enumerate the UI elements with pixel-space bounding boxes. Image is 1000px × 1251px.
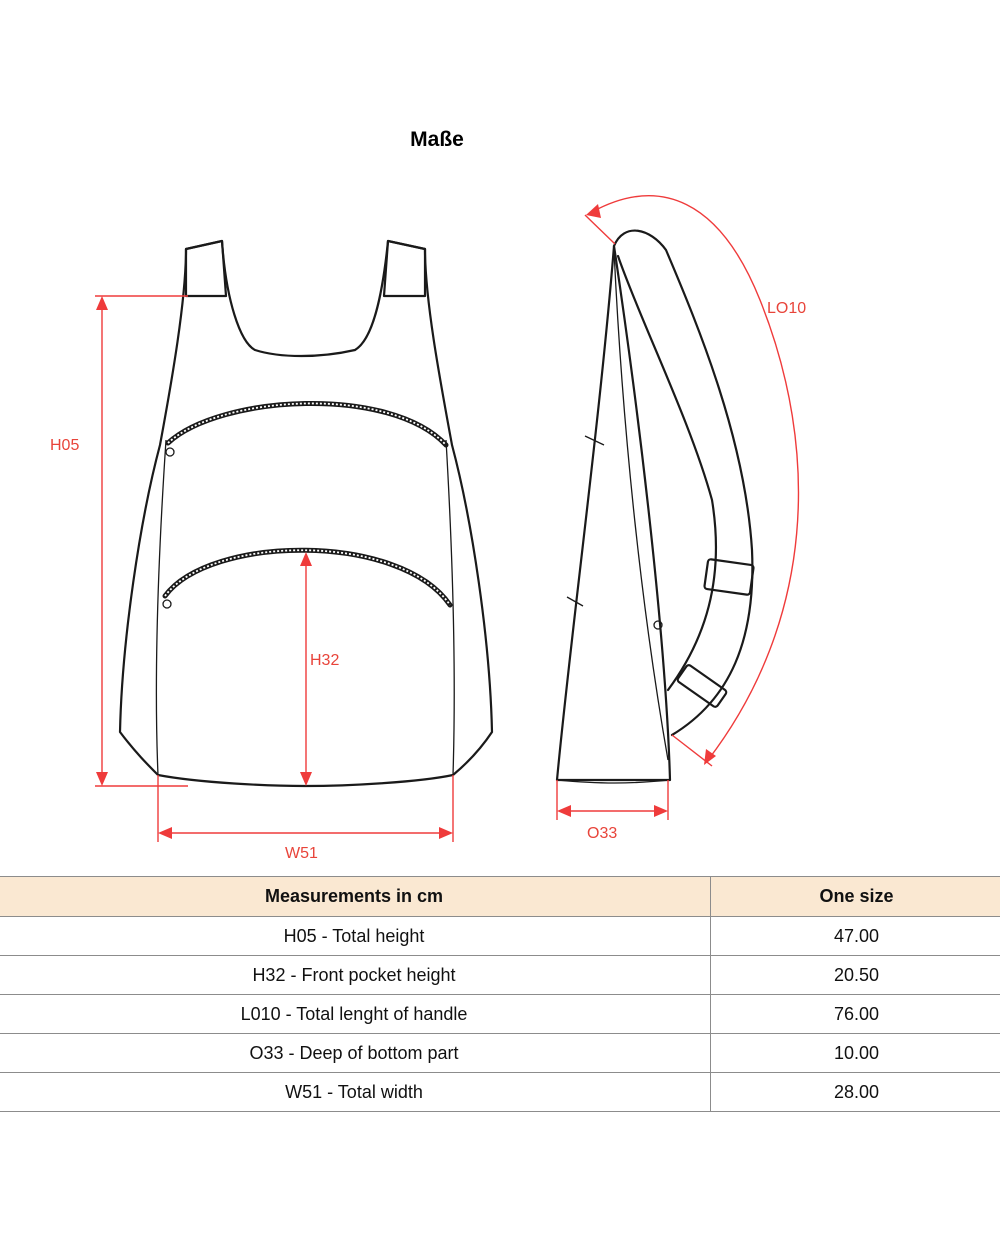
- measurement-label: W51 - Total width: [0, 1072, 711, 1112]
- column-header: One size: [710, 876, 1000, 917]
- side-strap-outer: [612, 229, 754, 737]
- column-header: Measurements in cm: [0, 876, 711, 917]
- h05-label: H05: [50, 437, 79, 454]
- backpack-measurement-diagram: H05 H32 W51 LO10 O33: [50, 195, 806, 862]
- w51-label: W51: [285, 845, 318, 862]
- table-row: W51 - Total width 28.00: [0, 1072, 1000, 1112]
- table-row: O33 - Deep of bottom part 10.00: [0, 1033, 1000, 1073]
- page-title: Maße: [410, 128, 464, 151]
- left-side-panel: [155, 439, 167, 776]
- o33-label: O33: [587, 825, 617, 842]
- strap-buckle-upper: [703, 558, 755, 596]
- measurement-value: 47.00: [710, 916, 1000, 956]
- right-shoulder-strap: [382, 239, 427, 298]
- left-shoulder-strap: [184, 239, 228, 298]
- side-strap-inner: [616, 254, 718, 692]
- table-header-row: Measurements in cm One size: [0, 876, 1000, 917]
- measurement-label: H05 - Total height: [0, 916, 711, 956]
- lo10-label: LO10: [767, 300, 806, 317]
- top-zipper-pull: [165, 447, 175, 457]
- table-row: H05 - Total height 47.00: [0, 916, 1000, 956]
- right-side-panel: [445, 439, 455, 776]
- pocket-zipper-pull: [162, 599, 172, 609]
- measurement-value: 28.00: [710, 1072, 1000, 1112]
- measurement-label: O33 - Deep of bottom part: [0, 1033, 711, 1073]
- side-body-outline: [555, 244, 672, 782]
- measurement-label: H32 - Front pocket height: [0, 955, 711, 995]
- measurement-value: 20.50: [710, 955, 1000, 995]
- table-row: L010 - Total lenght of handle 76.00: [0, 994, 1000, 1034]
- top-zipper: [165, 401, 449, 448]
- measurement-value: 76.00: [710, 994, 1000, 1034]
- side-view-backpack: [555, 229, 755, 784]
- front-body-outline: [118, 239, 494, 788]
- lo10-dimension-arc: [591, 195, 800, 761]
- front-dimensions: H05 H32 W51: [50, 295, 454, 862]
- h32-label: H32: [310, 652, 339, 669]
- side-dimensions: LO10 O33: [556, 195, 806, 842]
- strap-buckle-lower: [676, 664, 728, 708]
- measurements-table: Measurements in cm One size H05 - Total …: [0, 876, 1000, 1112]
- side-zipper-pull: [653, 620, 663, 630]
- table-row: H32 - Front pocket height 20.50: [0, 955, 1000, 995]
- measurement-label: L010 - Total lenght of handle: [0, 994, 711, 1034]
- front-view-backpack: [118, 239, 494, 788]
- measurement-value: 10.00: [710, 1033, 1000, 1073]
